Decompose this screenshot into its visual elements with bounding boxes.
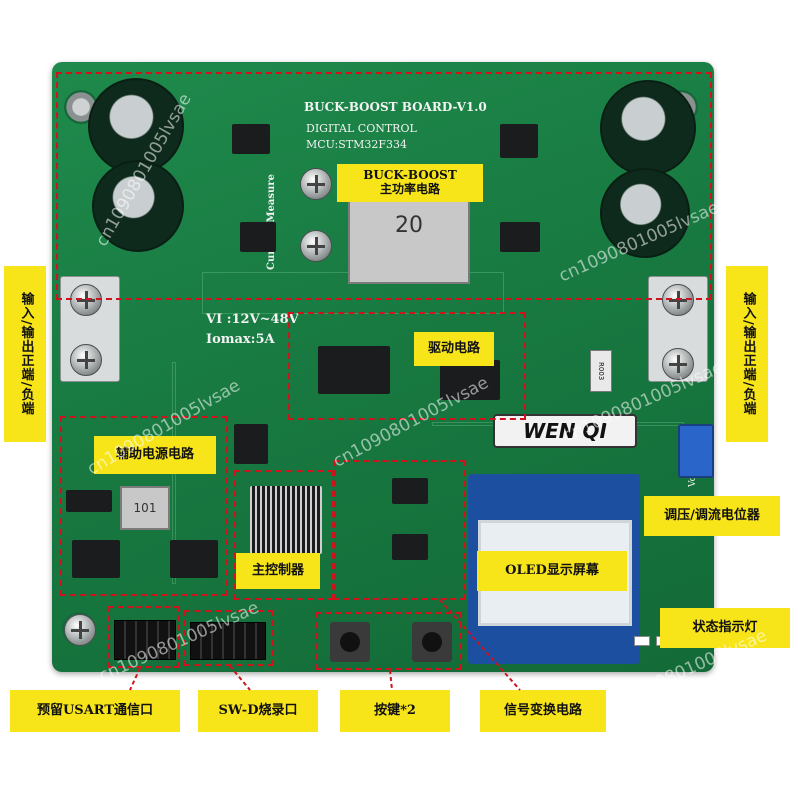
label-aux-power-text: 辅助电源电路 <box>115 446 194 462</box>
label-usart: 预留USART通信口 <box>10 690 180 732</box>
potentiometer[interactable] <box>678 424 714 478</box>
label-mcu: 主控制器 <box>236 553 320 589</box>
label-aux-power: 辅助电源电路 <box>94 436 216 474</box>
opamp-ic <box>392 478 428 504</box>
label-mcu-text: 主控制器 <box>251 562 304 578</box>
mosfet <box>232 124 270 154</box>
push-button[interactable] <box>330 622 370 662</box>
capacitor <box>92 160 184 252</box>
aux-inductor: 101 <box>120 486 170 530</box>
board-title: BUCK-BOOST BOARD-V1.0 <box>304 100 487 114</box>
brand-text: WEN QI <box>523 419 607 443</box>
capacitor <box>600 168 690 258</box>
screw-terminal <box>70 344 102 376</box>
usart-header <box>114 620 176 660</box>
label-oled: OLED显示屏幕 <box>477 551 627 591</box>
label-keys-text: 按键*2 <box>374 702 416 718</box>
label-main-power-text: BUCK-BOOST 主功率电路 <box>363 168 457 196</box>
label-signal: 信号变换电路 <box>480 690 606 732</box>
screw-terminal <box>70 284 102 316</box>
label-swd: SW-D烧录口 <box>198 690 318 732</box>
mosfet <box>240 222 276 252</box>
label-pot: 调压/调流电位器 <box>644 496 780 536</box>
brand-logo: WEN QI <box>493 414 637 448</box>
mosfet <box>500 222 540 252</box>
label-driver: 驱动电路 <box>414 332 494 366</box>
board-mcu: MCU:STM32F334 <box>306 138 408 151</box>
aux-regulator <box>170 540 218 578</box>
shunt-marking: R003 <box>597 361 605 381</box>
aux-inductor-marking: 101 <box>133 501 157 515</box>
screw-terminal <box>662 348 694 380</box>
current-measure-screw <box>300 230 332 262</box>
swd-header <box>190 622 266 660</box>
label-swd-text: SW-D烧录口 <box>218 702 298 718</box>
aux-chip <box>234 424 268 464</box>
board-subtitle: DIGITAL CONTROL <box>306 122 417 135</box>
label-keys: 按键*2 <box>340 690 450 732</box>
inductor-marking: 20 <box>395 212 423 238</box>
capacitor <box>600 80 696 176</box>
shunt-resistor: R003 <box>590 350 612 392</box>
label-main-power: BUCK-BOOST 主功率电路 <box>337 164 483 202</box>
aux-regulator <box>72 540 120 578</box>
label-status-led-text: 状态指示灯 <box>692 619 758 635</box>
label-io-left-text: 输入/输出正端/负端 <box>18 292 34 416</box>
capacitor <box>88 78 184 174</box>
iomax-spec: Iomax:5A <box>206 332 275 347</box>
mosfet <box>500 124 538 158</box>
status-led <box>634 636 650 646</box>
label-driver-text: 驱动电路 <box>427 340 480 356</box>
label-status-led: 状态指示灯 <box>660 608 790 648</box>
leader-line <box>389 669 393 691</box>
driver-ic <box>440 360 500 400</box>
vin-spec: VI :12V~48V <box>206 312 299 327</box>
label-oled-text: OLED显示屏幕 <box>505 562 599 578</box>
screw-terminal <box>662 284 694 316</box>
current-measure-screw <box>300 168 332 200</box>
mounting-screw <box>64 614 96 646</box>
driver-ic <box>318 346 390 394</box>
push-button[interactable] <box>412 622 452 662</box>
label-io-right: 输入/输出正端/负端 <box>726 266 768 442</box>
opamp-ic <box>392 534 428 560</box>
mcu-chip <box>250 486 322 554</box>
label-usart-text: 预留USART通信口 <box>36 702 154 718</box>
label-io-right-text: 输入/输出正端/负端 <box>740 292 756 416</box>
aux-regulator <box>66 490 112 512</box>
label-signal-text: 信号变换电路 <box>503 702 582 718</box>
label-io-left: 输入/输出正端/负端 <box>4 266 46 442</box>
label-pot-text: 调压/调流电位器 <box>664 507 760 523</box>
